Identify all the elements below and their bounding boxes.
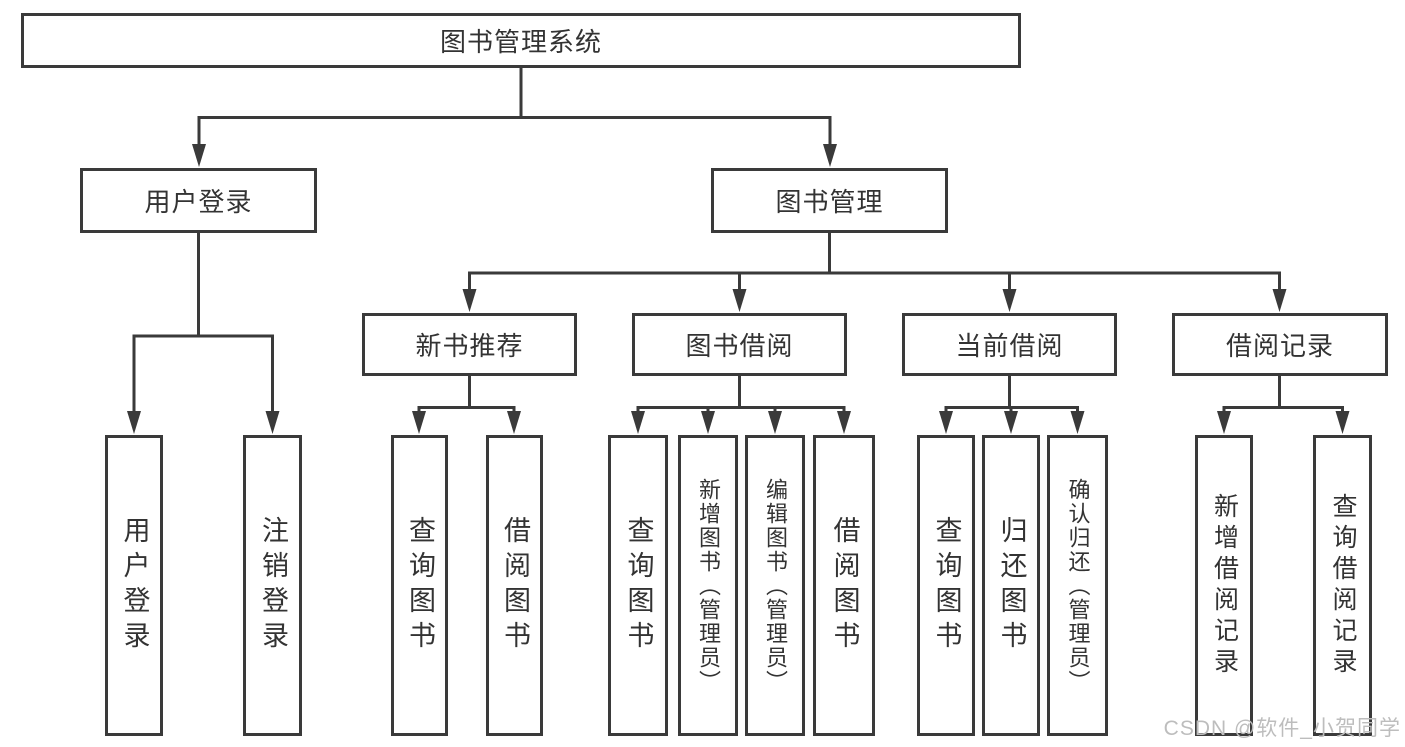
node-root-label: 图书管理系统 (439, 27, 602, 57)
node-current-borrow-label: 当前借阅 (955, 331, 1064, 361)
node-book-borrow-label: 图书借阅 (685, 331, 794, 361)
node-book-management: 图书管理 (711, 168, 948, 233)
node-user-login: 用户登录 (80, 168, 317, 233)
leaf-borrow-books-recommend-label: 借阅图书 (500, 515, 530, 656)
node-root-system: 图书管理系统 (21, 13, 1021, 68)
leaf-add-book-admin-label: 新增图书（管理员） (696, 477, 721, 694)
leaf-borrow-books: 借阅图书 (813, 435, 875, 736)
leaf-add-book-admin: 新增图书（管理员） (678, 435, 738, 736)
leaf-confirm-return-admin-label: 确认归还（管理员） (1065, 477, 1091, 694)
node-user-login-label: 用户登录 (144, 187, 253, 217)
leaf-borrow-books-recommend: 借阅图书 (486, 435, 543, 736)
leaf-query-books-borrow-label: 查询图书 (623, 515, 654, 656)
leaf-logout-label: 注销登录 (258, 515, 288, 656)
leaf-query-books-recommend: 查询图书 (391, 435, 448, 736)
node-borrow-records: 借阅记录 (1172, 313, 1388, 376)
leaf-query-borrow-record-label: 查询借阅记录 (1329, 492, 1357, 679)
node-book-management-label: 图书管理 (775, 187, 884, 217)
node-borrow-records-label: 借阅记录 (1225, 331, 1334, 361)
watermark-text: CSDN @软件_小贺同学 (1163, 717, 1401, 740)
leaf-query-books-borrow: 查询图书 (608, 435, 668, 736)
leaf-add-borrow-record-label: 新增借阅记录 (1210, 492, 1239, 679)
leaf-return-book: 归还图书 (982, 435, 1040, 736)
leaf-user-login-label: 用户登录 (119, 515, 150, 656)
leaf-logout: 注销登录 (243, 435, 302, 736)
leaf-edit-book-admin: 编辑图书（管理员） (745, 435, 805, 736)
leaf-return-book-label: 归还图书 (996, 515, 1027, 656)
leaf-confirm-return-admin: 确认归还（管理员） (1047, 435, 1108, 736)
leaf-query-books-recommend-label: 查询图书 (405, 515, 435, 656)
node-book-borrow: 图书借阅 (632, 313, 847, 376)
leaf-add-borrow-record: 新增借阅记录 (1195, 435, 1253, 736)
arrowheads (127, 144, 1350, 434)
node-new-book-recommend: 新书推荐 (362, 313, 577, 376)
leaf-borrow-books-label: 借阅图书 (829, 515, 860, 656)
node-current-borrow: 当前借阅 (902, 313, 1117, 376)
leaf-edit-book-admin-label: 编辑图书（管理员） (763, 477, 788, 694)
node-new-book-recommend-label: 新书推荐 (415, 331, 524, 361)
leaf-query-books-current: 查询图书 (917, 435, 975, 736)
leaf-user-login: 用户登录 (105, 435, 163, 736)
leaf-query-books-current-label: 查询图书 (931, 515, 962, 656)
leaf-query-borrow-record: 查询借阅记录 (1313, 435, 1372, 736)
